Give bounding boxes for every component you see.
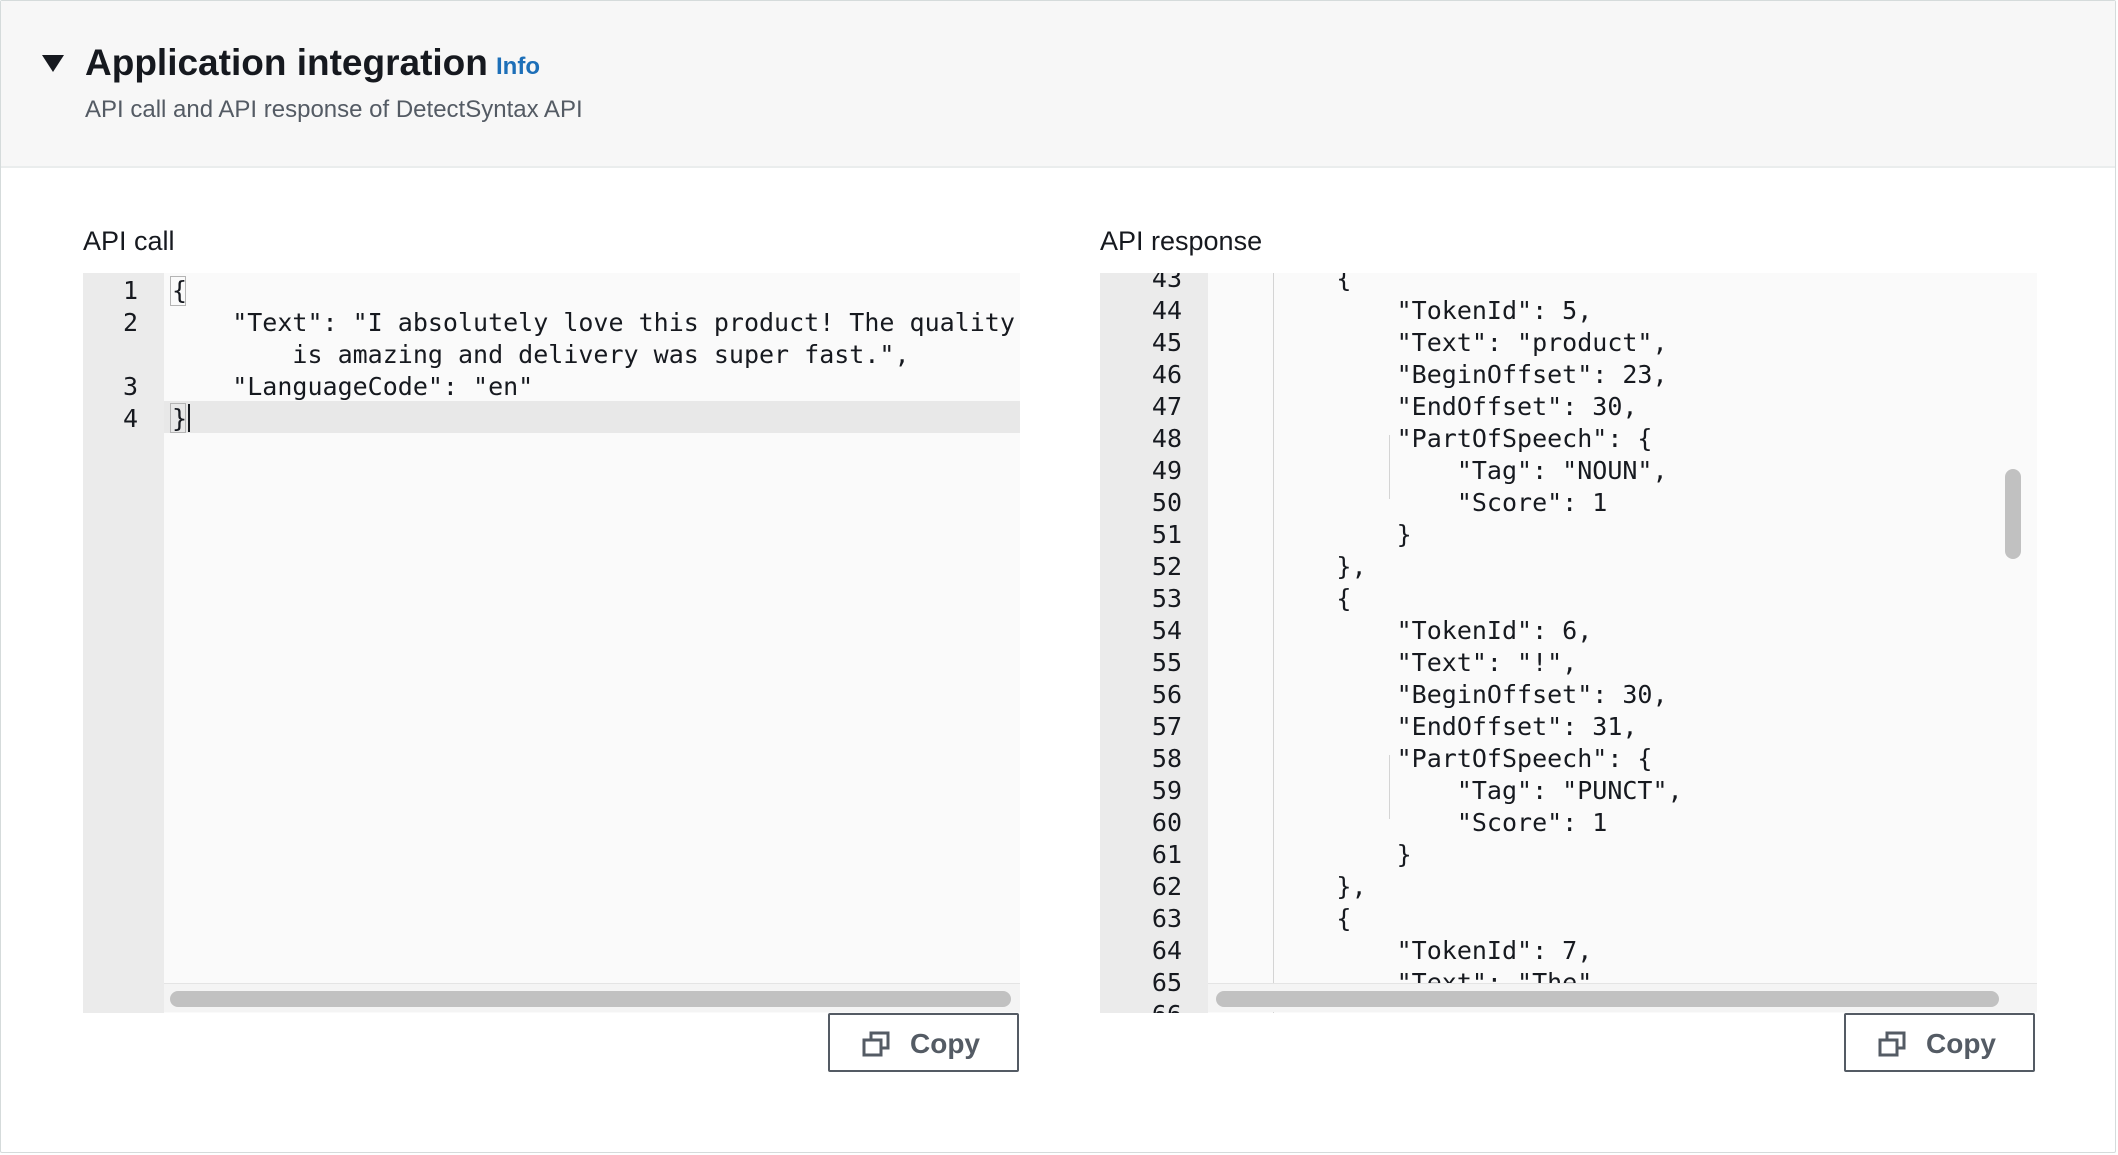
line-number: 59 (1151, 776, 1182, 805)
code-line: { (1216, 584, 1352, 613)
info-link[interactable]: Info (496, 53, 540, 80)
indent-guide (1273, 273, 1274, 1013)
line-number: 53 (1151, 584, 1182, 613)
code-line: }, (1216, 552, 1367, 581)
code-line: { (1216, 273, 1352, 293)
code-line: is amazing and delivery was super fast."… (172, 340, 910, 369)
indent-guide (1389, 755, 1390, 819)
line-number: 62 (1151, 872, 1182, 901)
line-number: 54 (1151, 616, 1182, 645)
line-number: 52 (1151, 552, 1182, 581)
line-number: 49 (1151, 456, 1182, 485)
active-line-highlight (164, 401, 1020, 433)
api-response-code[interactable]: { "TokenId": 5, "Text": "product", "Begi… (1208, 273, 2037, 1013)
line-number: 60 (1151, 808, 1182, 837)
code-line: "Score": 1 (1216, 808, 1608, 837)
code-line: "Score": 1 (1216, 488, 1608, 517)
code-line: "TokenId": 5, (1216, 296, 1593, 325)
code-line: "BeginOffset": 30, (1216, 680, 1668, 709)
code-line: "TokenId": 6, (1216, 616, 1593, 645)
line-number: 48 (1151, 424, 1182, 453)
api-call-editor[interactable]: 1 2 3 4 { "Text": "I absolutely love thi… (83, 273, 1020, 1013)
api-call-label: API call (83, 226, 175, 256)
api-call-gutter: 1 2 3 4 (83, 273, 164, 1013)
line-number: 46 (1151, 360, 1182, 389)
line-number: 47 (1151, 392, 1182, 421)
code-line: } (1216, 840, 1412, 869)
line-number: 55 (1151, 648, 1182, 677)
code-line: "EndOffset": 30, (1216, 392, 1638, 421)
line-number: 61 (1151, 840, 1182, 869)
code-line: "Text": "I absolutely love this product!… (172, 308, 1015, 337)
horizontal-scrollbar[interactable] (170, 991, 1011, 1007)
vertical-scrollbar[interactable] (2005, 469, 2021, 559)
line-number: 50 (1151, 488, 1182, 517)
code-line: { (172, 276, 188, 305)
code-line: "Text": "!", (1216, 648, 1578, 677)
line-number: 2 (122, 308, 138, 337)
copy-icon (1878, 1031, 1906, 1057)
line-number: 66 (1152, 999, 1182, 1013)
api-response-copy-button[interactable]: Copy (1844, 1013, 2035, 1072)
api-call-copy-button[interactable]: Copy (828, 1013, 1019, 1072)
panel-header: Application integration Info API call an… (1, 1, 2115, 168)
line-number: 58 (1151, 744, 1182, 773)
line-number: 3 (122, 372, 138, 401)
code-line: { (1216, 904, 1352, 933)
line-number: 63 (1151, 904, 1182, 933)
api-call-code[interactable]: { "Text": "I absolutely love this produc… (164, 273, 1020, 1013)
copy-label: Copy (910, 1028, 980, 1059)
api-response-gutter: 43 44 45 46 47 48 49 50 51 52 53 54 55 56 57 58 59 60 61 62… (1100, 273, 1208, 1013)
line-number: 57 (1151, 712, 1182, 741)
code-line: }, (1216, 872, 1367, 901)
line-number: 45 (1151, 328, 1182, 357)
indent-guide (1389, 435, 1390, 499)
bracket-match-highlight (170, 403, 186, 433)
text-cursor (188, 404, 190, 432)
code-line: "TokenId": 7, (1216, 936, 1593, 965)
bracket-match-highlight (170, 276, 186, 306)
line-number: 4 (122, 404, 138, 433)
line-number: 64 (1151, 936, 1182, 965)
section-title[interactable]: Application integration (85, 42, 488, 83)
line-number: 51 (1151, 520, 1182, 549)
code-line: "Tag": "PUNCT", (1216, 776, 1683, 805)
line-number: 56 (1151, 680, 1182, 709)
code-line: "LanguageCode": "en" (172, 372, 534, 401)
code-line: "PartOfSpeech": { (1216, 424, 1653, 453)
api-response-label: API response (1100, 226, 1263, 256)
code-line: "BeginOffset": 23, (1216, 360, 1668, 389)
line-number: 65 (1151, 968, 1182, 997)
line-number: 44 (1151, 296, 1182, 325)
horizontal-scrollbar[interactable] (1216, 991, 1999, 1007)
copy-label: Copy (1926, 1028, 1996, 1059)
code-line: "PartOfSpeech": { (1216, 744, 1653, 773)
line-number: 1 (122, 276, 138, 305)
api-response-editor[interactable]: 43 44 45 46 47 48 49 50 51 52 53 54 55 56 57 58 59 60 61 62… (1100, 273, 2037, 1013)
collapse-caret-icon[interactable] (42, 55, 64, 72)
copy-icon (862, 1031, 890, 1057)
code-line: "Text": "product", (1216, 328, 1668, 357)
code-line: "EndOffset": 31, (1216, 712, 1638, 741)
code-line: } (172, 404, 188, 433)
section-subtitle: API call and API response of DetectSynta… (85, 96, 583, 123)
code-line: } (1216, 520, 1412, 549)
code-line: "Tag": "NOUN", (1216, 456, 1668, 485)
line-number: 43 (1151, 273, 1182, 293)
